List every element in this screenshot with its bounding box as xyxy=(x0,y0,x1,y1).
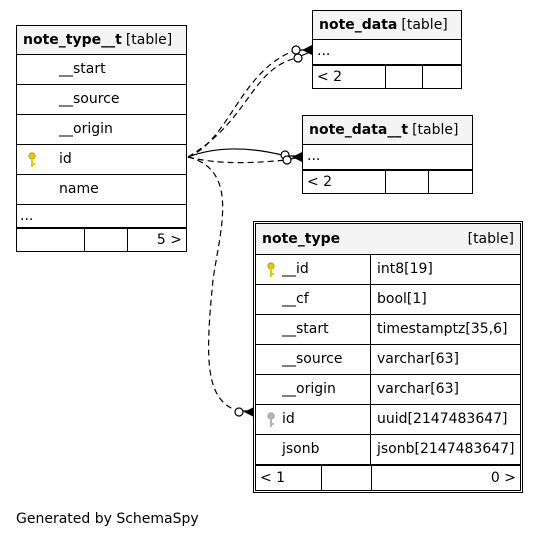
crowfoot-circle-note_type xyxy=(234,407,244,417)
footer-parents: < 2 xyxy=(313,66,386,88)
column-row: id xyxy=(17,145,186,175)
column-row: __cf bool[1] xyxy=(256,285,520,315)
column-name-cell: jsonb xyxy=(256,435,371,464)
table-footer: 5 > xyxy=(17,228,186,251)
table-note_data__t[interactable]: note_data__t[table] ... < 2 xyxy=(302,115,473,194)
column-row: id uuid[2147483647] xyxy=(256,405,520,435)
more-columns: ... xyxy=(303,145,472,170)
footer-children xyxy=(423,66,461,88)
key-icon xyxy=(267,262,275,277)
column-name-cell: __start xyxy=(256,315,371,344)
column-type: int8[19] xyxy=(377,261,433,277)
column-type: varchar[63] xyxy=(377,351,459,367)
column-name: name xyxy=(59,181,99,197)
key-icon xyxy=(28,152,36,167)
column-type: varchar[63] xyxy=(377,381,459,397)
crowfoot-circle-note_data-2 xyxy=(293,53,303,63)
more-columns: ... xyxy=(17,205,186,228)
column-name-cell: __cf xyxy=(256,285,371,314)
generated-by-label: Generated by SchemaSpy xyxy=(16,511,199,527)
footer-children: 5 > xyxy=(156,232,182,248)
crowfoot-circle-note_data-1 xyxy=(291,45,301,55)
relationship-note_data-1 xyxy=(187,49,297,158)
more-label: ... xyxy=(307,148,321,164)
table-footer: < 2 xyxy=(313,65,461,88)
relationship-note_data_t-1 xyxy=(187,148,287,158)
table-footer: < 1 0 > xyxy=(256,465,520,490)
column-name: __origin xyxy=(59,121,113,137)
column-type: timestamptz[35,6] xyxy=(377,321,508,337)
column-name: __origin xyxy=(282,381,336,397)
implied-key-icon xyxy=(267,412,275,427)
footer-rows xyxy=(386,171,429,193)
table-note_type[interactable]: note_type [table] __id int8[19] __cf boo… xyxy=(253,221,523,493)
table-kind: [table] xyxy=(125,32,173,48)
footer-rows xyxy=(85,229,128,251)
column-type: uuid[2147483647] xyxy=(377,411,508,427)
more-columns: ... xyxy=(313,40,461,65)
column-row: jsonb jsonb[2147483647] xyxy=(256,435,520,465)
table-note_data[interactable]: note_data[table] ... < 2 xyxy=(312,10,462,89)
column-name: jsonb xyxy=(282,441,320,457)
column-name-cell: __id xyxy=(256,255,371,284)
column-type: jsonb[2147483647] xyxy=(377,441,515,457)
relationship-note_data-2 xyxy=(187,57,297,158)
column-name: __source xyxy=(282,351,343,367)
footer-children xyxy=(429,171,472,193)
footer-parents: < 1 xyxy=(256,466,322,490)
table-name: note_type xyxy=(262,231,341,247)
more-label: ... xyxy=(317,43,331,59)
column-name-cell: id xyxy=(256,405,371,434)
footer-rows xyxy=(322,466,372,490)
column-name-cell: __source xyxy=(256,345,371,374)
table-name: note_data xyxy=(319,17,398,33)
column-name: id xyxy=(282,411,295,427)
table-header: note_type [table] xyxy=(256,224,520,255)
footer-children: 0 > xyxy=(490,470,516,486)
table-header: note_data[table] xyxy=(313,11,461,40)
table-kind: [table] xyxy=(467,231,514,247)
crowfoot-note_data xyxy=(302,44,314,56)
column-row: __start timestamptz[35,6] xyxy=(256,315,520,345)
column-name-cell: __origin xyxy=(256,375,371,404)
column-name: __start xyxy=(282,321,329,337)
column-name: __id xyxy=(282,261,309,277)
table-name: note_data__t xyxy=(309,122,409,138)
column-name: __source xyxy=(59,91,120,107)
footer-rows xyxy=(386,66,423,88)
table-header: note_data__t[table] xyxy=(303,116,472,145)
column-name: __start xyxy=(59,61,106,77)
relationship-note_data_t-2 xyxy=(187,156,287,164)
column-row: __source xyxy=(17,85,186,115)
more-label: ... xyxy=(20,208,34,224)
table-kind: [table] xyxy=(412,122,459,138)
column-name: __cf xyxy=(282,291,309,307)
table-kind: [table] xyxy=(401,17,448,33)
column-row: __id int8[19] xyxy=(256,255,520,285)
table-footer: < 2 xyxy=(303,170,472,193)
column-row: __source varchar[63] xyxy=(256,345,520,375)
column-row: __origin varchar[63] xyxy=(256,375,520,405)
crowfoot-circle-note_data_t-2 xyxy=(282,155,292,165)
column-row: __start xyxy=(17,55,186,85)
footer-parents xyxy=(17,229,85,251)
column-name: id xyxy=(59,151,72,167)
column-type: bool[1] xyxy=(377,291,427,307)
relationship-note_type xyxy=(187,156,239,412)
footer-parents: < 2 xyxy=(303,171,386,193)
table-name: note_type__t xyxy=(23,32,122,48)
column-row: name xyxy=(17,175,186,205)
column-row: __origin xyxy=(17,115,186,145)
crowfoot-note_data_t xyxy=(292,151,304,163)
table-header: note_type__t[table] xyxy=(17,26,186,55)
table-note_type__t[interactable]: note_type__t[table] __start __source __o… xyxy=(16,25,187,252)
